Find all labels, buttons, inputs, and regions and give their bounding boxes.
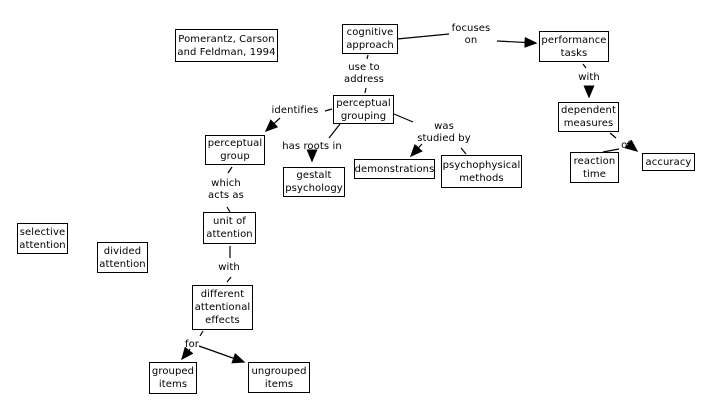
link-label-which-acts-as[interactable]: which acts as [208,178,244,201]
link-label-with-performance[interactable]: with [578,72,600,83]
edge-grouping-to-has-roots-in [328,123,341,139]
edge-with-to-effects [226,276,232,283]
edge-cognitive-to-focuses-on [396,33,450,40]
node-performance-tasks[interactable]: performance tasks [539,31,609,62]
node-cognitive-approach[interactable]: cognitive approach [342,24,398,54]
edge-was-studied-by-to-demonstrations [409,143,423,158]
link-label-with-unit[interactable]: with [218,262,240,273]
edge-for-to-grouped-items [181,346,194,361]
link-label-focuses-on[interactable]: focuses on [451,23,491,46]
link-label-use-to-address[interactable]: use to address [344,62,384,85]
link-label-for[interactable]: for [184,339,200,350]
node-ungrouped-items[interactable]: ungrouped items [248,362,310,393]
edge-perceptual-group-to-which-acts-as [227,166,233,174]
edge-cognitive-to-use-to-address [366,54,369,60]
node-perceptual-group[interactable]: perceptual group [205,135,265,165]
node-pomerantz-reference[interactable]: Pomerantz, Carson and Feldman, 1994 [175,29,278,62]
edge-was-studied-by-to-psychophysical [460,147,467,155]
link-label-of[interactable]: of [621,140,631,151]
node-unit-of-attention[interactable]: unit of attention [203,212,256,244]
edge-performance-tasks-to-with [582,63,587,69]
edge-which-acts-as-to-unit [226,206,231,213]
edge-of-to-accuracy [624,139,639,152]
node-gestalt-psychology[interactable]: gestalt psychology [283,167,345,197]
node-different-attentional-effects[interactable]: different attentional effects [192,285,253,330]
node-selective-attention[interactable]: selective attention [17,223,68,254]
link-label-has-roots-in[interactable]: has roots in [282,141,342,152]
edge-use-to-address-to-grouping [364,87,367,94]
node-dependent-measures[interactable]: dependent measures [558,102,619,132]
edge-grouping-to-identifies [324,108,333,112]
edge-focuses-on-to-performance-tasks [496,36,538,48]
edge-identifies-to-perceptual-group [264,117,281,133]
node-grouped-items[interactable]: grouped items [149,362,197,394]
edge-for-to-ungrouped-items [198,345,246,364]
node-psychophysical-methods[interactable]: psychophysical methods [441,155,522,188]
edge-effects-to-for [199,330,204,337]
link-label-identifies[interactable]: identifies [271,105,319,116]
link-label-was-studied-by[interactable]: was studied by [417,121,471,144]
edge-grouping-to-was-studied-by [393,113,414,123]
node-reaction-time[interactable]: reaction time [570,152,619,183]
edge-dependent-measures-to-of [609,132,617,139]
node-perceptual-grouping[interactable]: perceptual grouping [333,95,394,124]
node-demonstrations[interactable]: demonstrations [354,159,435,179]
edge-of-to-reaction-time [602,148,620,153]
node-accuracy[interactable]: accuracy [642,153,695,171]
node-divided-attention[interactable]: divided attention [97,242,148,273]
